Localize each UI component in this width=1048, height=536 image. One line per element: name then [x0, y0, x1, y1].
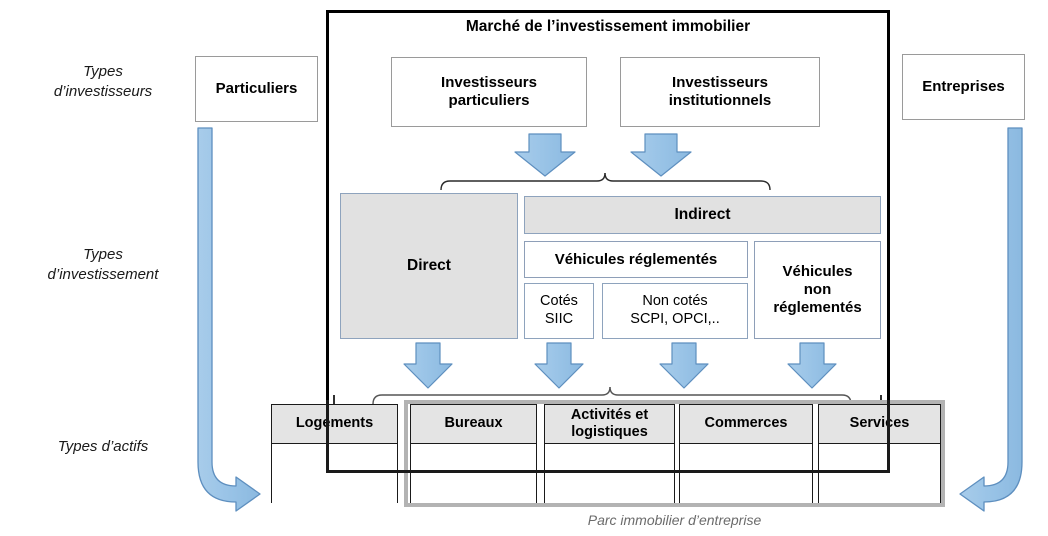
actor-label-entreprises: Entreprises	[922, 78, 1005, 95]
down-arrow-icon	[787, 342, 837, 389]
asset-column-services[interactable]: Services	[818, 404, 941, 503]
asset-header-logements: Logements	[272, 405, 397, 444]
asset-column-bureaux[interactable]: Bureaux	[410, 404, 537, 503]
market-frame-bottom-edge	[326, 470, 890, 473]
row-label-line1: Types d’actifs	[57, 438, 149, 455]
investment-box-indirect[interactable]: Indirect	[524, 196, 881, 234]
investment-label-indirect: Indirect	[674, 205, 731, 223]
unregulated-label-line3: réglementés	[773, 299, 862, 316]
asset-header-bureaux: Bureaux	[411, 405, 536, 444]
asset-column-commerces[interactable]: Commerces	[679, 404, 813, 503]
asset-body-services	[819, 444, 940, 503]
asset-header-line1: Services	[849, 415, 910, 432]
market-title: Marché de l’investissement immobilier	[465, 18, 751, 35]
unregulated-label-line1: Véhicules	[782, 263, 853, 280]
listed-label-line2: SIIC	[544, 311, 574, 327]
asset-header-commerces: Commerces	[680, 405, 812, 444]
asset-table-caption: Parc immobilier d’entreprise	[587, 512, 762, 528]
listed-label-line1: Cotés	[540, 293, 578, 310]
elbow-arrow-down-left-icon	[959, 127, 1023, 512]
row-label-line1: Types	[83, 63, 123, 80]
asset-column-logements[interactable]: Logements	[271, 404, 398, 503]
curly-bracket-icon	[440, 172, 771, 191]
investment-box-direct[interactable]: Direct	[340, 193, 518, 339]
investment-box-regulated[interactable]: Véhicules réglementés	[524, 241, 748, 278]
investment-box-listed[interactable]: Cotés SIIC	[524, 283, 594, 339]
investment-box-unlisted[interactable]: Non cotés SCPI, OPCI,..	[602, 283, 748, 339]
asset-header-line1: Logements	[295, 415, 374, 432]
unlisted-label-line2: SCPI, OPCI,..	[630, 311, 720, 327]
investor-label-line1: Investisseurs	[672, 74, 768, 91]
investor-label-line2: institutionnels	[668, 92, 772, 109]
investor-box-particuliers[interactable]: Investisseurs particuliers	[391, 57, 587, 127]
investor-box-institutionnels[interactable]: Investisseurs institutionnels	[620, 57, 820, 127]
elbow-arrow-down-right-icon	[197, 127, 261, 512]
row-label-actifs: Types d’actifs	[18, 437, 188, 457]
actor-box-particuliers[interactable]: Particuliers	[195, 56, 318, 122]
actor-box-entreprises[interactable]: Entreprises	[902, 54, 1025, 120]
asset-header-line1: Activités et	[570, 406, 649, 423]
asset-header-line1: Bureaux	[444, 415, 503, 432]
down-arrow-icon	[659, 342, 709, 389]
asset-header-activites: Activités et logistiques	[545, 405, 674, 444]
row-label-line2: d’investissement	[47, 266, 159, 284]
asset-header-line1: Commerces	[704, 415, 788, 432]
row-label-line2: d’investisseurs	[53, 83, 153, 101]
row-label-line1: Types	[83, 246, 123, 263]
unlisted-label-line1: Non cotés	[642, 293, 708, 310]
asset-header-line2: logistiques	[571, 424, 648, 440]
asset-header-services: Services	[819, 405, 940, 444]
down-arrow-icon	[630, 133, 692, 177]
market-frame-left-edge-lower	[326, 400, 329, 473]
actor-label-particuliers: Particuliers	[215, 80, 298, 97]
row-label-investissement: Types d’investissement	[18, 245, 188, 286]
down-arrow-icon	[514, 133, 576, 177]
investment-label-regulated: Véhicules réglementés	[554, 250, 718, 268]
asset-body-activites	[545, 444, 674, 503]
asset-column-activites[interactable]: Activités et logistiques	[544, 404, 675, 503]
down-arrow-icon	[403, 342, 453, 389]
investor-label-line2: particuliers	[448, 92, 530, 109]
curly-bracket-icon	[372, 386, 852, 405]
investor-label-line1: Investisseurs	[441, 74, 537, 91]
asset-body-commerces	[680, 444, 812, 503]
down-arrow-icon	[534, 342, 584, 389]
asset-body-logements	[272, 444, 397, 503]
asset-body-bureaux	[411, 444, 536, 503]
row-label-investisseurs: Types d’investisseurs	[18, 62, 188, 103]
investment-box-unregulated[interactable]: Véhicules non réglementés	[754, 241, 881, 339]
investment-label-direct: Direct	[407, 256, 451, 274]
market-frame-right-edge-lower	[887, 400, 890, 473]
unregulated-label-line2: non	[803, 281, 832, 298]
